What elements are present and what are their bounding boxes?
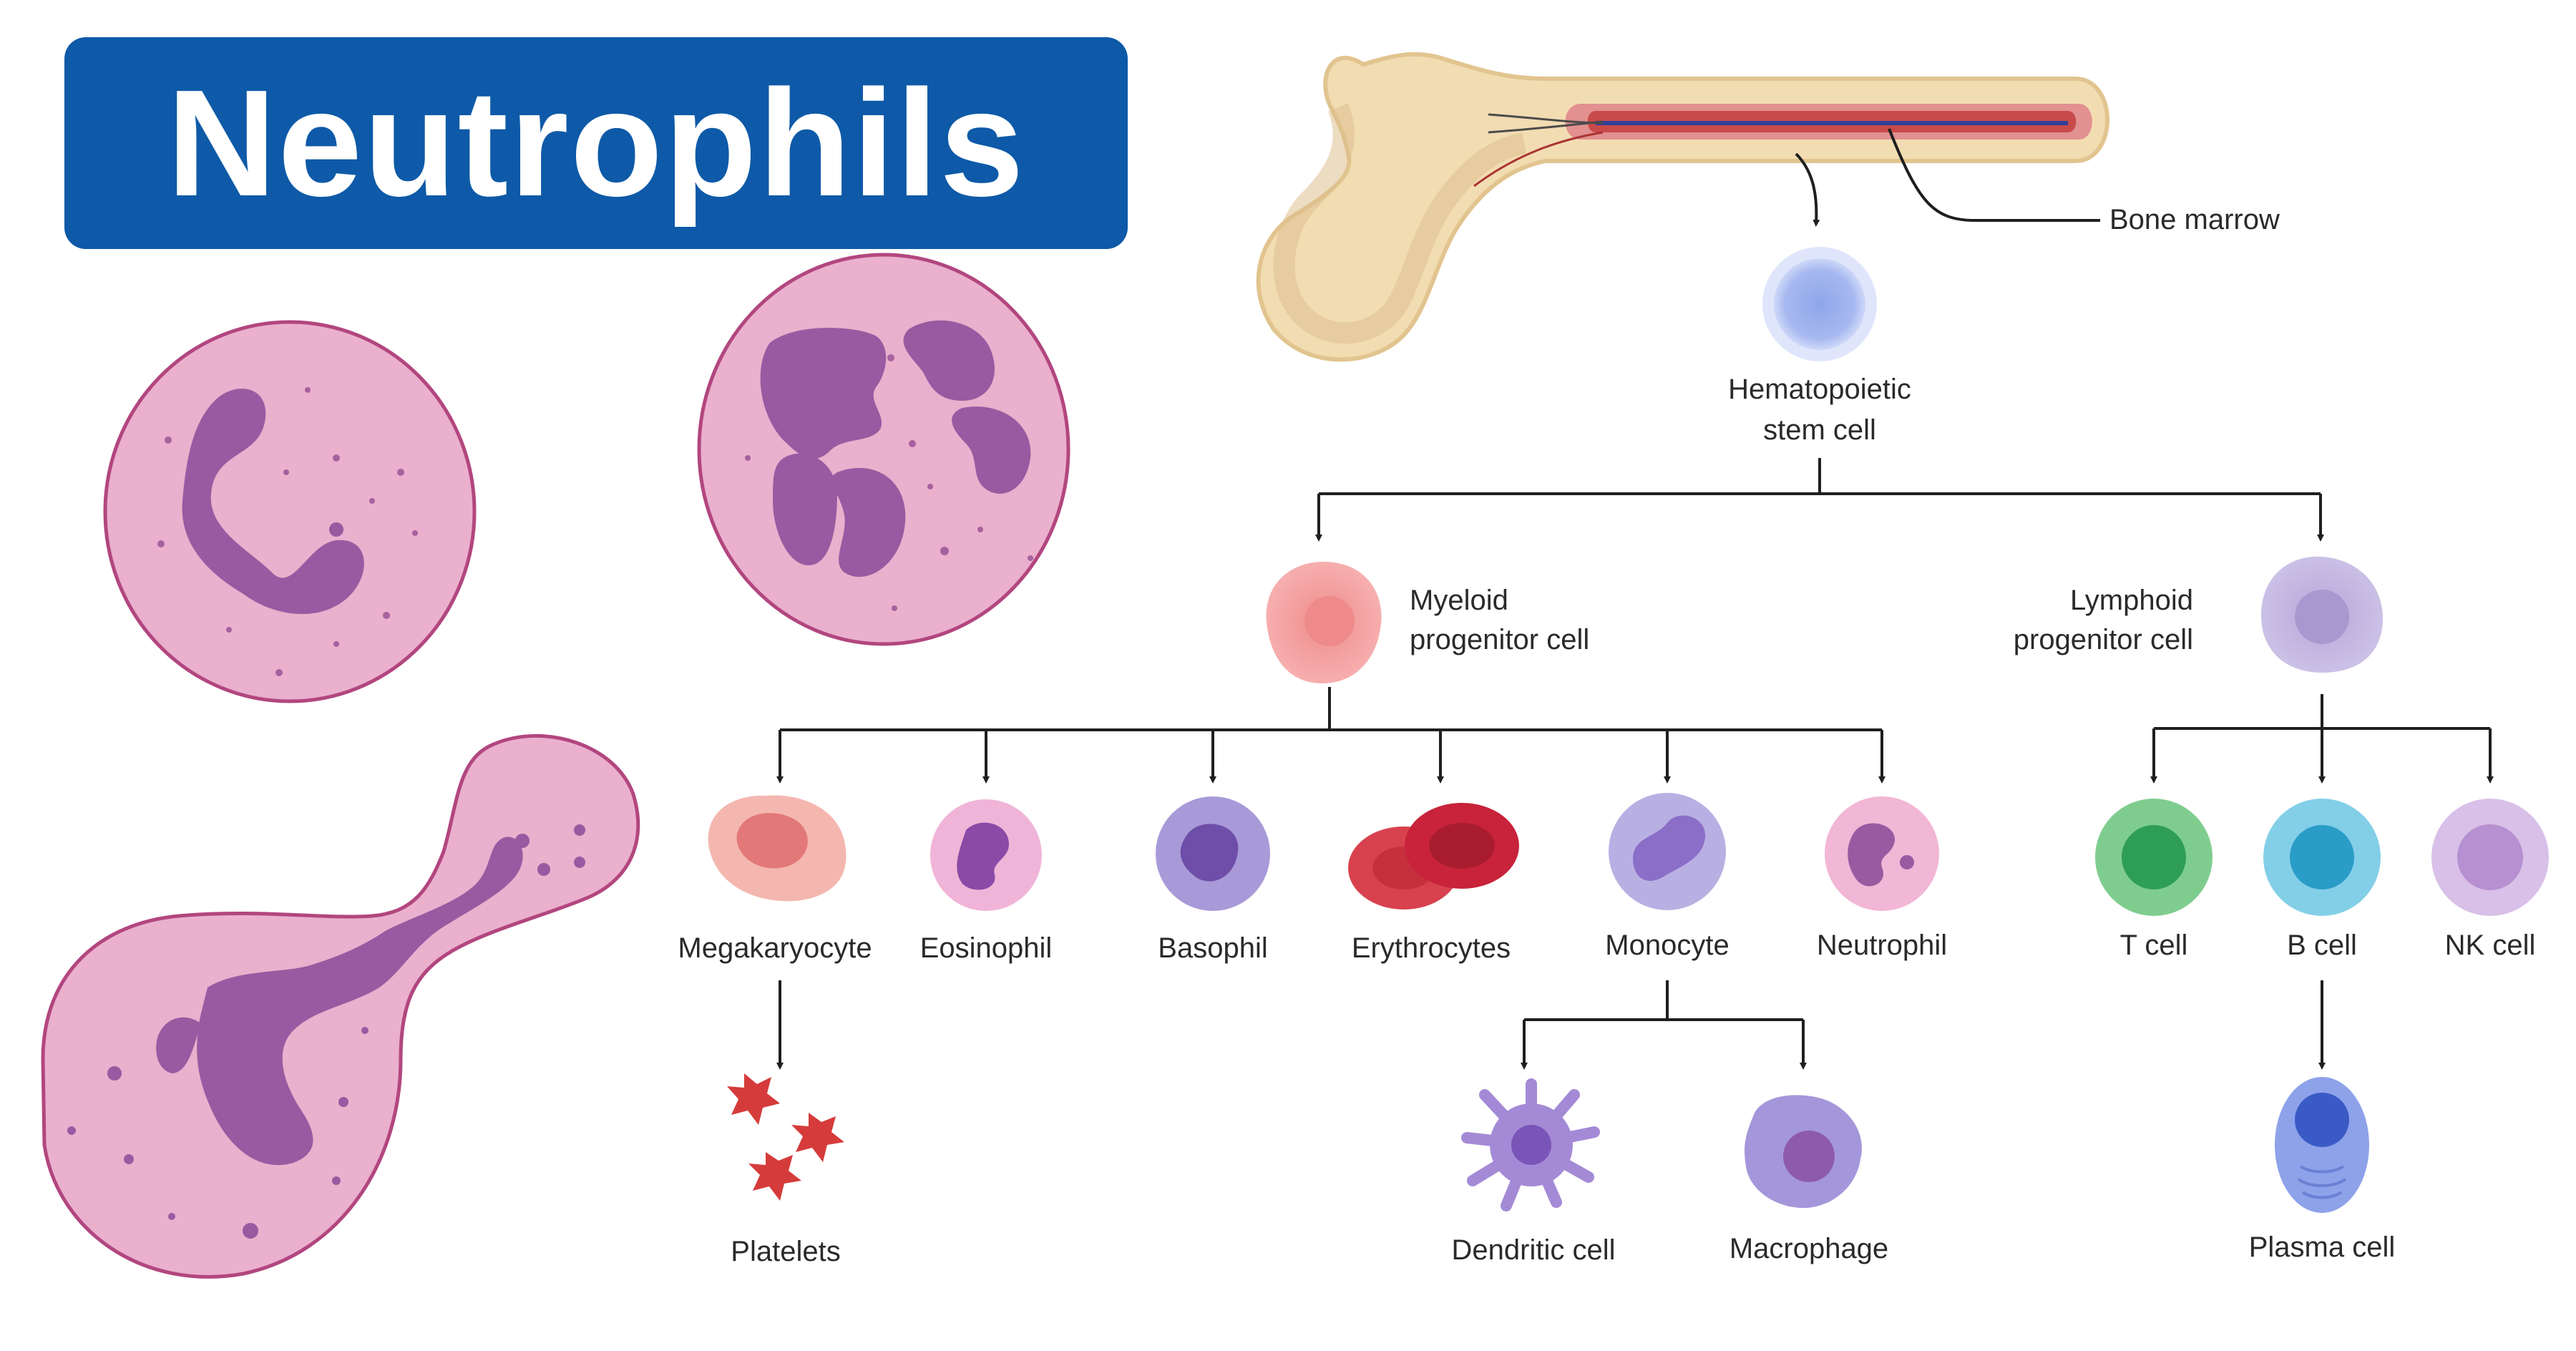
neutrophil-cell-icon: [1825, 796, 1939, 911]
lymphoid-split-connector: [2150, 694, 2494, 784]
basophil-icon: [1156, 796, 1270, 911]
t-cell-icon: [2095, 799, 2212, 916]
platelets-icon: [727, 1073, 844, 1201]
megakaryocyte-icon: [708, 795, 847, 902]
macrophage-icon: [1745, 1095, 1862, 1209]
neutrophil-illustration-1: [103, 320, 477, 703]
macrophage-label: Macrophage: [1729, 1233, 1888, 1264]
neutrophil-illustration-3: [41, 733, 640, 1279]
dendritic-cell-icon: [1461, 1078, 1600, 1211]
bone-marrow-label: Bone marrow: [2109, 204, 2280, 235]
lymphoid-label-line2: progenitor cell: [2014, 624, 2193, 655]
nk-cell-label: NK cell: [2445, 930, 2536, 961]
bone-marrow-leader: [1888, 128, 2100, 222]
lymphoid-progenitor-cell-icon: [2261, 556, 2384, 673]
monocyte-split-connector: [1521, 980, 1807, 1070]
bone-illustration: [1256, 52, 2109, 362]
lymphoid-label-line1: Lymphoid: [2070, 585, 2193, 616]
b-cell-label: B cell: [2287, 930, 2357, 961]
arrow-bone-to-hsc: [1795, 152, 1820, 227]
nk-cell-icon: [2431, 799, 2549, 916]
monocyte-label: Monocyte: [1605, 930, 1729, 961]
plasma-cell-label: Plasma cell: [2249, 1231, 2396, 1263]
megakaryocyte-label: Megakaryocyte: [678, 932, 872, 964]
erythrocytes-icon: [1348, 803, 1519, 909]
myeloid-progenitor-cell-icon: [1266, 562, 1382, 683]
t-cell-label: T cell: [2120, 930, 2188, 961]
monocyte-icon: [1609, 793, 1726, 910]
page-title: Neutrophils: [167, 58, 1025, 228]
b-cell-icon: [2263, 799, 2381, 916]
title-banner: Neutrophils: [64, 37, 1128, 249]
myeloid-label-line1: Myeloid: [1410, 585, 1508, 616]
basophil-label: Basophil: [1158, 932, 1267, 964]
hsc-label-line1: Hematopoietic: [1728, 374, 1911, 405]
myeloid-label-line2: progenitor cell: [1410, 624, 1589, 655]
eosinophil-icon: [930, 799, 1042, 911]
hsc-split-connector: [1315, 458, 2324, 542]
hsc-label-line2: stem cell: [1763, 414, 1876, 446]
plasma-cell-icon: [2275, 1077, 2369, 1213]
eosinophil-label: Eosinophil: [920, 932, 1053, 964]
erythrocytes-label: Erythrocytes: [1352, 932, 1511, 964]
neutrophil-label: Neutrophil: [1817, 930, 1947, 961]
dendritic-cell-label: Dendritic cell: [1452, 1234, 1616, 1266]
platelets-label: Platelets: [731, 1236, 840, 1267]
myeloid-split-connector: [776, 687, 1885, 784]
neutrophil-illustration-2: [697, 253, 1070, 646]
hematopoietic-stem-cell-icon: [1762, 247, 1877, 361]
